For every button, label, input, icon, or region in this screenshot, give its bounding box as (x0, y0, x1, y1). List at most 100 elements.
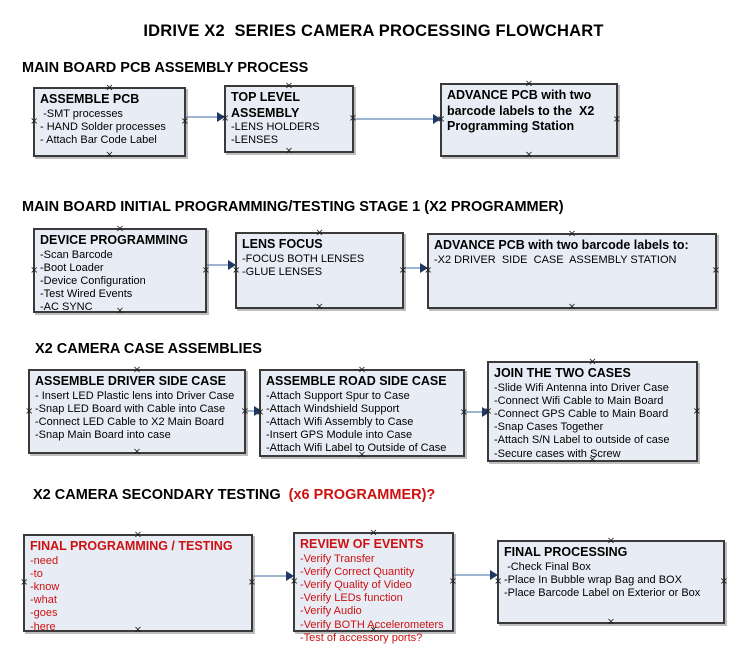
box-item: -AC SYNC (40, 301, 93, 314)
connection-point-marker: × (315, 301, 324, 313)
process-box-final-processing[interactable]: FINAL PROCESSING -Check Final Box-Place … (494, 536, 729, 627)
box-item: -here (30, 620, 56, 633)
box-item: -Attach S/N Label to outside of case (494, 434, 670, 447)
flow-arrow[interactable] (253, 571, 294, 581)
box-item: -Secure cases with Screw (494, 447, 621, 460)
box-item: -X2 DRIVER SIDE CASE ASSEMBLY STATION (434, 253, 677, 266)
process-box-lens-focus[interactable]: LENS FOCUS -FOCUS BOTH LENSES-GLUE LENSE… (232, 228, 407, 312)
section-heading-initial-programming: MAIN BOARD INITIAL PROGRAMMING/TESTING S… (22, 199, 564, 215)
connection-point-marker: × (719, 576, 729, 587)
flow-arrow[interactable] (245, 406, 262, 416)
section-heading-case-assemblies: X2 CAMERA CASE ASSEMBLIES (35, 341, 262, 357)
flow-arrow[interactable] (464, 407, 490, 417)
flowchart-title: IDRIVE X2 SERIES CAMERA PROCESSING FLOWC… (143, 22, 604, 40)
connection-point-marker: × (247, 577, 257, 588)
box-title: ADVANCE PCB with two barcode labels to: (434, 238, 689, 252)
connection-point-marker: × (180, 116, 190, 127)
process-box-review-of-events[interactable]: REVIEW OF EVENTS -Verify Transfer-Verify… (290, 528, 458, 644)
process-box-device-programming[interactable]: DEVICE PROGRAMMING -Scan Barcode-Boot Lo… (29, 224, 211, 316)
section-heading-secondary-testing: X2 CAMERA SECONDARY TESTING (x6 PROGRAMM… (33, 487, 435, 503)
box-item: -Verify Audio (300, 605, 362, 618)
box-item: -Attach Wifi Assembly to Case (266, 416, 414, 428)
box-title: FINAL PROGRAMMING / TESTING (30, 539, 233, 553)
box-title: JOIN THE TWO CASES (494, 366, 631, 380)
flow-arrow[interactable] (404, 263, 428, 273)
box-item: -Insert GPS Module into Case (266, 429, 413, 442)
box-items: -Check Final Box-Place In Bubble wrap Ba… (504, 561, 718, 601)
box-item: -Verify LEDs function (300, 592, 403, 605)
connection-point-marker: × (692, 405, 702, 417)
box-title: TOP LEVEL ASSEMBLY (231, 90, 303, 120)
flow-arrow[interactable] (354, 114, 441, 124)
process-box-assemble-pcb[interactable]: ASSEMBLE PCB -SMT processes- HAND Solder… (29, 83, 190, 160)
box-item: -Attach Windshield Support (266, 402, 400, 415)
process-box-assemble-driver-side-case[interactable]: ASSEMBLE DRIVER SIDE CASE - Insert LED P… (24, 365, 249, 457)
box-item: -GLUE LENSES (242, 265, 323, 278)
box-item: -Attach Support Spur to Case (266, 389, 410, 402)
process-box-advance-pcb-driver-side-station[interactable]: ADVANCE PCB with two barcode labels to: … (424, 229, 721, 312)
connection-point-marker: × (711, 265, 721, 276)
box-item: -Device Configuration (40, 275, 146, 287)
flow-arrow[interactable] (186, 112, 225, 122)
box-items: -LENS HOLDERS-LENSES (231, 121, 347, 147)
box-items: -Slide Wifi Antenna into Driver Case -Con… (494, 382, 691, 461)
box-items: -Verify Transfer-Verify Correct Quantity… (300, 553, 447, 645)
box-item: -Test Wired Events (40, 288, 133, 301)
connection-point-marker: × (29, 264, 39, 276)
box-item: -what (30, 594, 57, 607)
process-box-join-the-two-cases[interactable]: JOIN THE TWO CASES -Slide Wifi Antenna i… (484, 357, 702, 465)
connection-point-marker: × (105, 149, 114, 161)
box-items: - Insert LED Plastic lens into Driver Ca… (35, 390, 239, 443)
connection-point-marker: × (201, 264, 211, 276)
box-item: -Connect GPS Cable to Main Board (494, 408, 669, 420)
flow-arrow[interactable] (207, 260, 236, 270)
process-box-assemble-road-side-case[interactable]: ASSEMBLE ROAD SIDE CASE -Attach Support … (256, 365, 469, 460)
box-item: -Check Final Box (504, 560, 591, 573)
box-item: -goes (30, 607, 58, 620)
process-box-final-programming-testing[interactable]: FINAL PROGRAMMING / TESTING -need-to-kno… (19, 530, 257, 635)
box-item: - HAND Solder processes (40, 120, 166, 133)
box-item: -LENSES (231, 134, 279, 147)
connection-point-marker: × (606, 616, 616, 628)
box-item: - Attach Bar Code Label (40, 134, 157, 146)
box-item: -Verify Transfer (300, 552, 375, 565)
box-item: -Test of accessory ports? (300, 631, 423, 644)
box-title: REVIEW OF EVENTS (300, 537, 424, 551)
box-item: -Verify BOTH Accelerometers (300, 618, 444, 631)
box-item: -Verify Quality of Video (300, 579, 412, 591)
connection-point-marker: × (132, 446, 142, 458)
box-items: -Scan Barcode-Boot Loader-Device Configu… (40, 249, 200, 315)
process-box-top-level-assembly[interactable]: TOP LEVEL ASSEMBLY -LENS HOLDERS-LENSES … (221, 81, 357, 156)
box-item: -SMT processes (40, 107, 123, 120)
connection-point-marker: × (19, 577, 29, 588)
box-item: -Snap Cases Together (494, 421, 604, 434)
connection-point-marker: × (612, 114, 622, 125)
box-item: -Snap Main Board into case (35, 429, 171, 442)
connection-point-marker: × (284, 145, 294, 157)
connection-point-marker: × (459, 407, 469, 418)
box-title: ASSEMBLE ROAD SIDE CASE (266, 374, 447, 388)
box-item: -Snap LED Board with Cable into Case (35, 402, 226, 415)
connection-point-marker: × (567, 301, 577, 313)
box-item: - Insert LED Plastic lens into Driver Ca… (35, 389, 235, 402)
section-heading-red-suffix: (x6 PROGRAMMER)? (284, 487, 436, 503)
section-heading-pcb-assembly: MAIN BOARD PCB ASSEMBLY PROCESS (22, 60, 309, 76)
connection-point-marker: × (29, 116, 39, 127)
box-items: -X2 DRIVER SIDE CASE ASSEMBLY STATION (434, 254, 710, 267)
connection-point-marker: × (448, 576, 458, 587)
box-item: -Connect LED Cable to X2 Main Board (35, 416, 224, 428)
box-title: ASSEMBLE PCB (40, 92, 140, 106)
box-title: ASSEMBLE DRIVER SIDE CASE (35, 374, 227, 388)
box-item: -Scan Barcode (40, 248, 113, 261)
connection-point-marker: × (24, 405, 34, 417)
box-item: -Place In Bubble wrap Bag and BOX (504, 573, 682, 586)
box-item: -Boot Loader (40, 261, 104, 274)
box-item: -know (30, 581, 60, 593)
box-item: -Place Barcode Label on Exterior or Box (504, 587, 701, 599)
box-items: -Attach Support Spur to Case-Attach Wind… (266, 390, 458, 456)
flow-arrow[interactable] (454, 570, 498, 580)
process-box-advance-pcb-programming-station[interactable]: ADVANCE PCB with two barcode labels to t… (437, 79, 622, 160)
box-title: LENS FOCUS (242, 237, 323, 251)
box-item: -Slide Wifi Antenna into Driver Case (494, 381, 669, 394)
